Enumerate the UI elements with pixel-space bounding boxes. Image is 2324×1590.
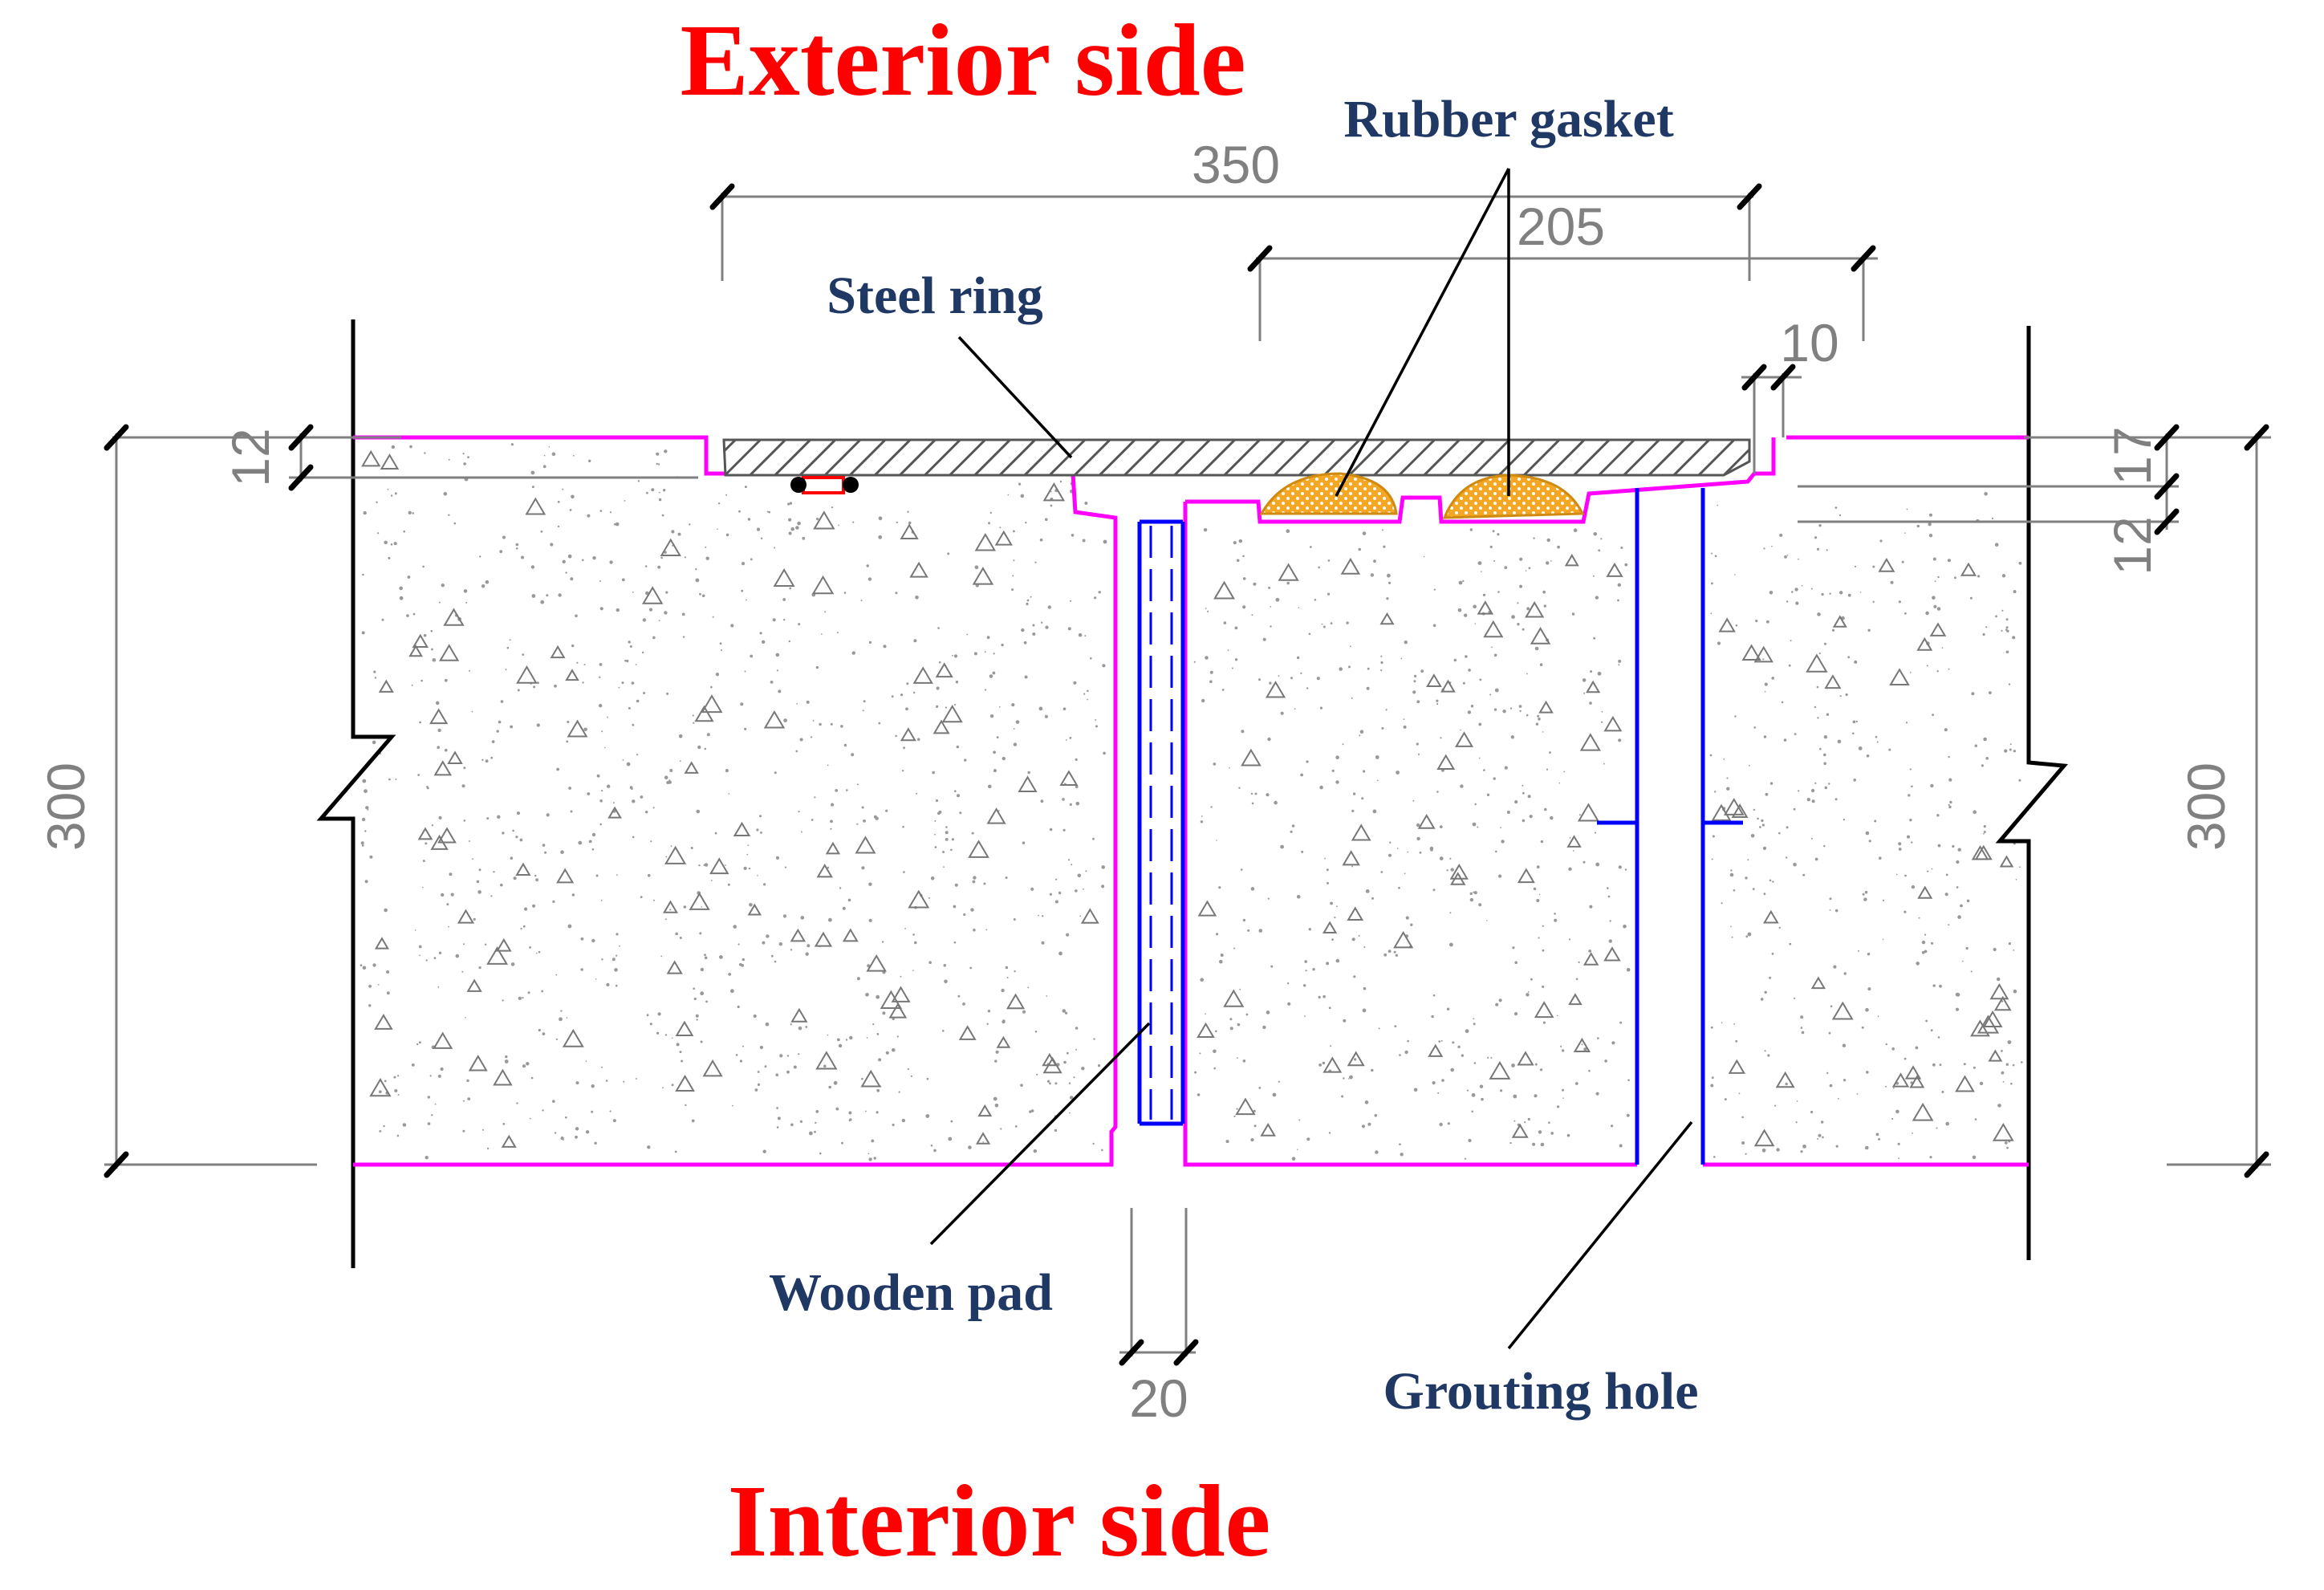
dim-text-bottom-gap: 20 (1129, 1368, 1188, 1428)
dimension-left-recess (112, 424, 698, 491)
label-grouting-hole: Grouting hole (1383, 1362, 1698, 1421)
grouting-hole (1597, 488, 1743, 1165)
rubber-gasket-right (1442, 474, 1585, 519)
dim-text-left-height: 300 (36, 762, 95, 851)
dim-text-left-recess: 12 (221, 428, 280, 486)
leader-wooden-pad (929, 1022, 1151, 1246)
dim-text-gap-top: 10 (1780, 313, 1838, 372)
middle-segment-outline (1183, 437, 2029, 1167)
dim-text-gasket-span: 205 (1517, 197, 1605, 256)
dimension-right-height (2167, 424, 2271, 1178)
concrete-segment-middle (1193, 492, 2023, 1161)
leader-grouting-hole (1507, 1120, 1693, 1350)
steel-ring-connector (802, 476, 845, 494)
connector-bolt-left (790, 477, 806, 493)
connector-bolt-right (843, 477, 859, 493)
dim-text-right-lower: 12 (2103, 516, 2162, 575)
label-rubber-gasket: Rubber gasket (1343, 90, 1673, 148)
left-segment-outline (353, 435, 1118, 1167)
steel-ring (722, 438, 1751, 477)
wooden-pad (1137, 519, 1185, 1126)
leader-steel-ring (957, 335, 1073, 459)
dim-text-top-span: 350 (1192, 135, 1280, 194)
label-wooden-pad: Wooden pad (769, 1263, 1053, 1322)
dimension-gasket-span (1247, 245, 1878, 341)
leader-rubber-gasket-left (1335, 168, 1510, 497)
dimension-left-height (104, 424, 317, 1178)
title-exterior-side: Exterior side (680, 3, 1245, 117)
dimension-bottom-gap (1119, 1208, 1199, 1366)
left-break-line (316, 319, 396, 1268)
dim-text-right-height: 300 (2176, 762, 2236, 851)
title-interior-side: Interior side (728, 1464, 1271, 1578)
dimension-gap-top (1741, 364, 1802, 474)
rubber-gasket-left (1259, 472, 1398, 515)
right-break-line (1995, 326, 2069, 1260)
label-steel-ring: Steel ring (827, 266, 1042, 325)
dimension-top-span (709, 183, 1762, 281)
concrete-segment-left (360, 443, 1107, 1161)
dimension-right-depths (1798, 424, 2183, 535)
dim-text-right-upper: 17 (2103, 426, 2162, 485)
